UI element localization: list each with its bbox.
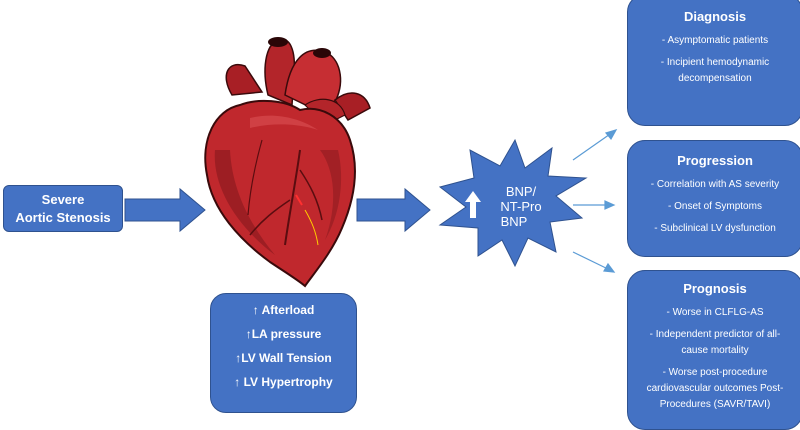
diagnosis-item: - Incipient hemodynamic: [660, 57, 770, 68]
biomarker-label: BNP/ NT-Pro BNP: [479, 184, 549, 229]
prognosis-box: Prognosis - Worse in CLFLG-AS - Independ…: [627, 270, 800, 430]
progression-item: - Subclinical LV dysfunction: [654, 223, 776, 234]
prognosis-item: cardiovascular outcomes Post-: [646, 383, 784, 394]
prognosis-title: Prognosis: [683, 281, 747, 296]
block-arrow-to-burst: [356, 187, 431, 233]
arrow-to-prognosis: [572, 251, 611, 271]
diagnosis-title: Diagnosis: [683, 9, 747, 24]
cause-line-2: Aortic Stenosis: [15, 210, 111, 225]
diagram-canvas: [124, 37, 618, 288]
biomarker-line-2: NT-Pro: [500, 199, 542, 214]
diagnosis-item: decompensation: [678, 73, 752, 84]
heart-illustration: [204, 37, 371, 288]
progression-box: Progression - Correlation with AS severi…: [627, 140, 800, 257]
block-arrow-to-heart: [124, 187, 206, 233]
prognosis-item: - Independent predictor of all-: [649, 329, 781, 340]
progression-item: - Onset of Symptoms: [668, 201, 762, 212]
cause-line-1: Severe: [41, 192, 85, 207]
prognosis-item: Procedures (SAVR/TAVI): [659, 399, 771, 410]
diagnosis-box: Diagnosis - Asymptomatic patients - Inci…: [627, 0, 800, 126]
cause-box: Severe Aortic Stenosis: [3, 185, 123, 232]
effect-afterload: ↑ Afterload: [252, 303, 315, 317]
arrowhead-progression: [604, 200, 616, 210]
effects-box: ↑ Afterload ↑LA pressure ↑LV Wall Tensio…: [210, 293, 357, 413]
effect-la-pressure: ↑LA pressure: [245, 327, 322, 341]
progression-title: Progression: [677, 153, 753, 168]
arrowhead-diagnosis: [604, 129, 618, 141]
biomarker-burst: [438, 138, 588, 268]
diagnosis-item: - Asymptomatic patients: [661, 35, 769, 46]
prognosis-item: - Worse in CLFLG-AS: [666, 307, 764, 318]
prognosis-item: cause mortality: [681, 345, 749, 356]
biomarker-line-1: BNP/: [505, 184, 537, 199]
biomarker-line-3: BNP: [500, 214, 528, 229]
effect-lv-hypertrophy: ↑ LV Hypertrophy: [234, 375, 333, 389]
arrow-to-diagnosis: [572, 131, 614, 161]
arrowhead-prognosis: [603, 262, 616, 273]
effect-lv-wall-tension: ↑LV Wall Tension: [235, 351, 332, 365]
prognosis-item: - Worse post-procedure: [662, 367, 768, 378]
up-arrow-icon: [465, 191, 481, 218]
progression-item: - Correlation with AS severity: [650, 179, 780, 190]
